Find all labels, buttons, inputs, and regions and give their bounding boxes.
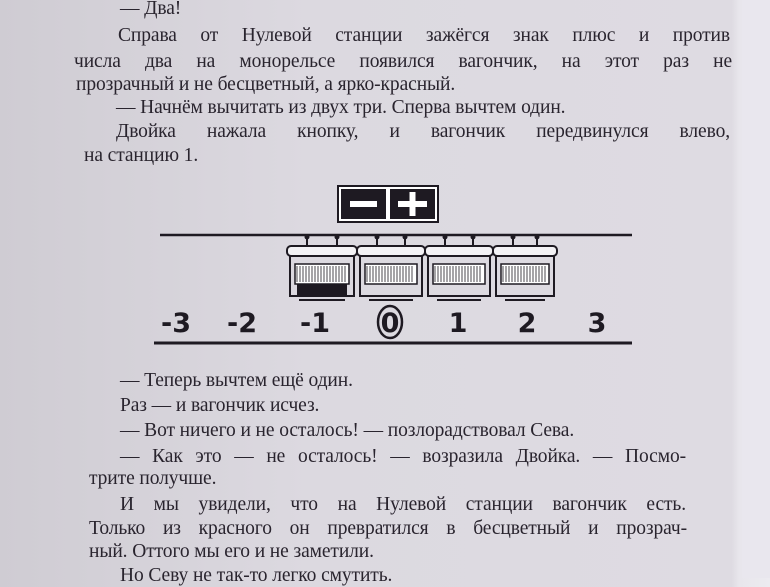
paragraph-line: — Начнём вычитать из двух три. Сперва вы…: [116, 97, 566, 118]
paragraph-line: трите получше.: [89, 468, 217, 489]
wagon: [297, 284, 347, 296]
paragraph-line: на станцию 1.: [84, 145, 199, 166]
paragraph-line: ный. Оттого мы его и не заметили.: [89, 541, 374, 562]
number-label: 3: [588, 308, 607, 339]
paragraph-line: Но Севу не так-то легко смутить.: [120, 565, 393, 586]
paragraph-line: И мы увидели, что на Нулевой станции ваг…: [120, 494, 686, 515]
sign-box: − +: [0, 0, 439, 223]
number-label: 0: [381, 308, 400, 339]
minus-icon: [350, 201, 377, 207]
paragraph-line: Только из красного он превратился в бесц…: [89, 518, 687, 539]
paragraph-line: — Вот ничего и не осталось! — позлорадст…: [120, 420, 575, 441]
station: [492, 234, 558, 301]
sign-plus: +: [0, 0, 1, 1]
sign-minus: −: [0, 0, 1, 1]
stations: [286, 234, 558, 301]
paragraph-line: Раз — и вагончик исчез.: [120, 395, 320, 416]
number-label: 2: [518, 308, 537, 339]
paragraph-line: — Теперь вычтем ещё один.: [120, 370, 353, 391]
station: [424, 234, 494, 301]
paragraph-line: Двойка нажала кнопку, и вагончик передви…: [116, 121, 730, 142]
zero-circle: [376, 304, 404, 340]
paragraph-line: — Два!: [120, 0, 182, 19]
paragraph-line: числа два на монорельсе появился вагончи…: [74, 51, 732, 72]
page-edge: [742, 0, 770, 578]
number-labels: -3 -2 -1 0 1 2 3: [161, 304, 607, 340]
number-label: 1: [449, 308, 468, 339]
paragraph-line: Справа от Нулевой станции зажёгся знак п…: [118, 25, 730, 46]
station: [286, 234, 358, 301]
paragraph-line: прозрачный и не бесцветный, а ярко-красн…: [76, 74, 456, 95]
number-label: -3: [161, 308, 191, 339]
paragraph-line: — Как это — не осталось! — возразила Дво…: [120, 446, 686, 467]
number-label: -1: [300, 308, 330, 339]
station: [356, 234, 426, 301]
number-label: -2: [227, 308, 257, 339]
